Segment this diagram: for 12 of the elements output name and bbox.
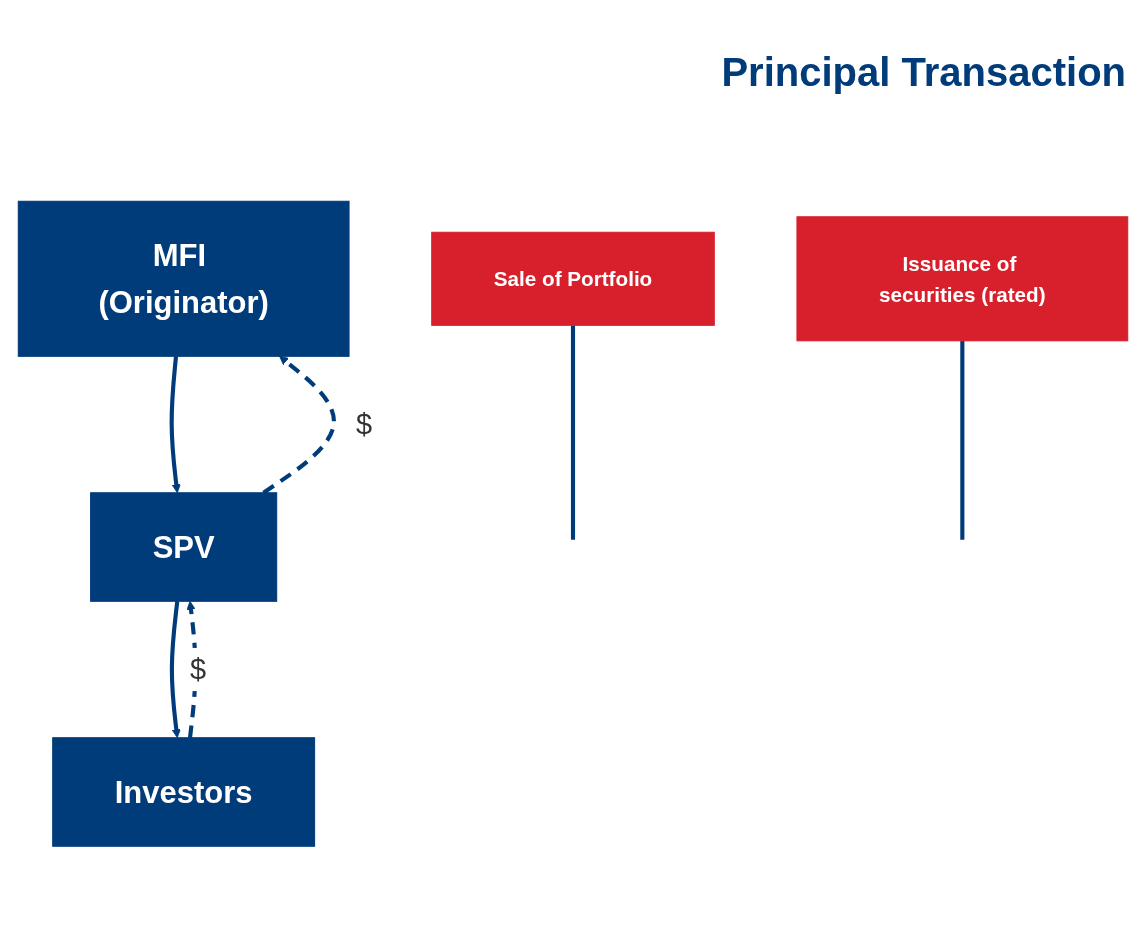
edge-label: $ [189, 653, 207, 686]
arrow [169, 356, 181, 494]
node-box: Investors [52, 737, 316, 847]
connector [960, 341, 965, 540]
node-box: Sale of Portfolio [431, 232, 715, 327]
connector [570, 325, 576, 540]
diagram-title: Principal Transaction [721, 50, 1126, 95]
node-box: SPV [90, 492, 278, 603]
edge-label: $ [355, 408, 373, 441]
node-box: Issuance of securities (rated) [796, 216, 1129, 342]
node-box: MFI (Originator) [17, 201, 350, 358]
arrow [169, 601, 181, 739]
